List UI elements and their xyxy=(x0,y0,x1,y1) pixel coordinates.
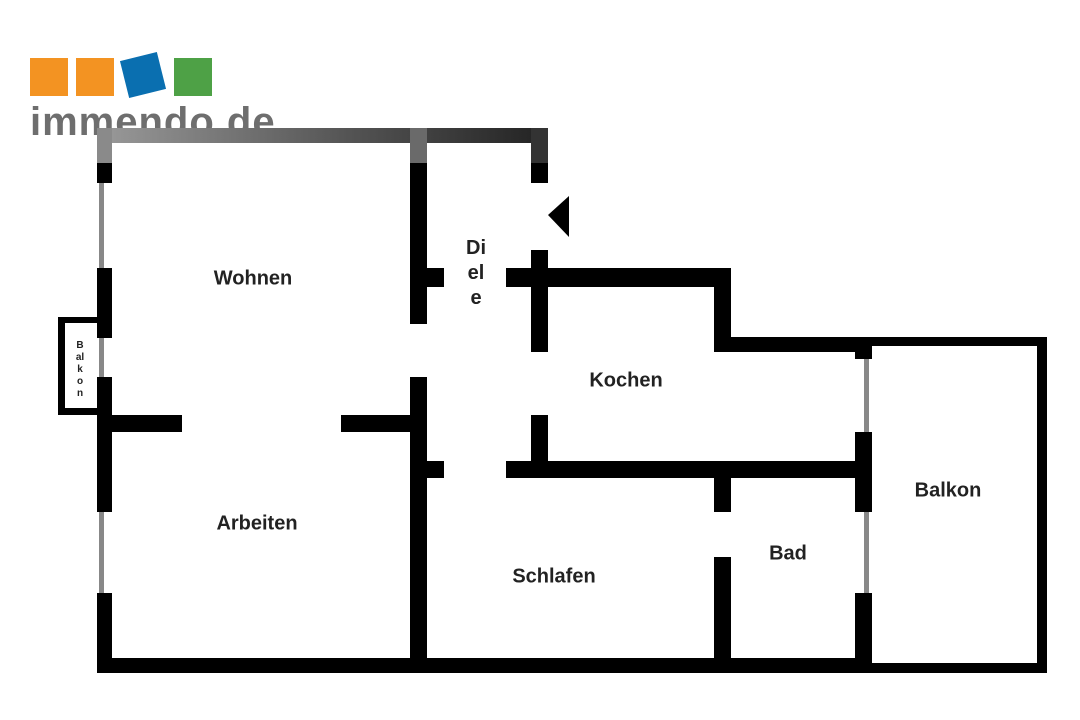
walls xyxy=(58,163,1047,673)
room-label-wohnen: Wohnen xyxy=(213,267,293,290)
room-label-kochen: Kochen xyxy=(589,369,663,392)
room-label-schlafen: Schlafen xyxy=(512,565,596,588)
entrance-arrow-icon xyxy=(548,196,569,237)
room-label-balkon-small: Balkon xyxy=(75,340,85,399)
room-label-bad: Bad xyxy=(769,542,807,565)
logo-square-green xyxy=(174,58,212,96)
logo-square-orange-2 xyxy=(76,58,114,96)
room-label-diele: Diele xyxy=(466,237,486,309)
room-label-arbeiten: Arbeiten xyxy=(216,512,298,535)
logo-square-orange-1 xyxy=(30,58,68,96)
top-wall xyxy=(97,128,548,163)
room-label-balkon: Balkon xyxy=(914,479,982,502)
windows xyxy=(99,183,869,593)
